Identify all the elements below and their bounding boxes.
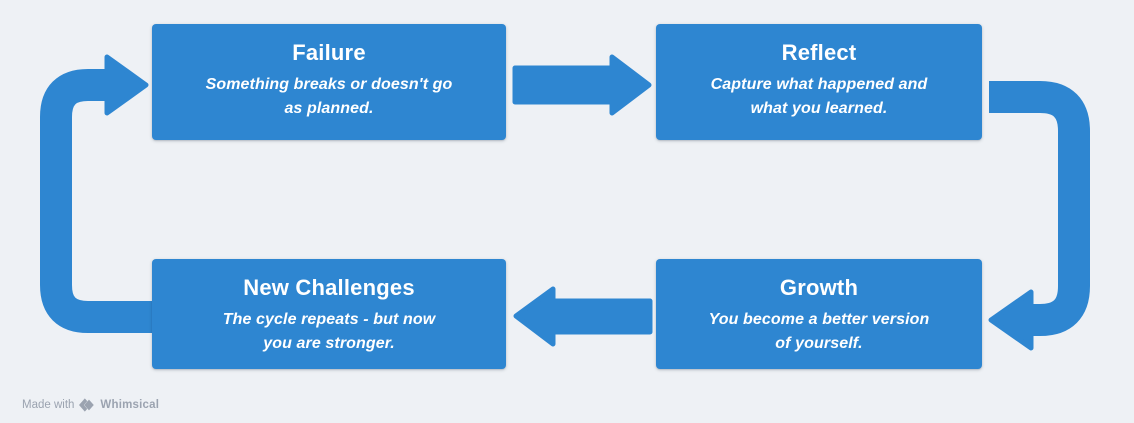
node-growth: Growth You become a better version of yo… <box>656 259 982 369</box>
connector-new-challenges-to-failure <box>40 54 152 333</box>
node-new-challenges: New Challenges The cycle repeats - but n… <box>152 259 506 369</box>
subtitle-line: Capture what happened and <box>710 76 928 93</box>
arrowhead-right-icon <box>104 54 149 116</box>
subtitle-line: as planned. <box>284 100 374 117</box>
node-subtitle: Something breaks or doesn't go as planne… <box>152 73 506 121</box>
subtitle-line: what you learned. <box>750 100 888 117</box>
node-reflect: Reflect Capture what happened and what y… <box>656 24 982 140</box>
connector-growth-to-new-challenges <box>513 286 653 347</box>
connector-failure-to-reflect <box>512 54 652 116</box>
node-title: Failure <box>292 40 366 65</box>
node-title: Growth <box>779 275 859 300</box>
subtitle-line: you are stronger. <box>263 335 395 352</box>
whimsical-badge-link[interactable]: Made with Whimsical <box>22 398 159 412</box>
node-subtitle: The cycle repeats - but now you are stro… <box>152 308 506 356</box>
subtitle-line: The cycle repeats - but now <box>222 311 436 328</box>
badge-made-with-label: Made with <box>22 399 75 411</box>
whimsical-logo-icon <box>79 398 95 412</box>
subtitle-line: Something breaks or doesn't go <box>205 76 453 93</box>
node-subtitle: You become a better version of yourself. <box>656 308 982 356</box>
subtitle-line: You become a better version <box>708 311 930 328</box>
subtitle-line: of yourself. <box>775 335 863 352</box>
connector-reflect-to-growth <box>988 81 1090 351</box>
node-failure: Failure Something breaks or doesn't go a… <box>152 24 506 140</box>
badge-brand-label: Whimsical <box>100 399 160 411</box>
node-subtitle: Capture what happened and what you learn… <box>656 73 982 121</box>
node-title: New Challenges <box>243 275 415 300</box>
node-title: Reflect <box>781 40 857 65</box>
arrowhead-left-icon <box>988 289 1034 351</box>
